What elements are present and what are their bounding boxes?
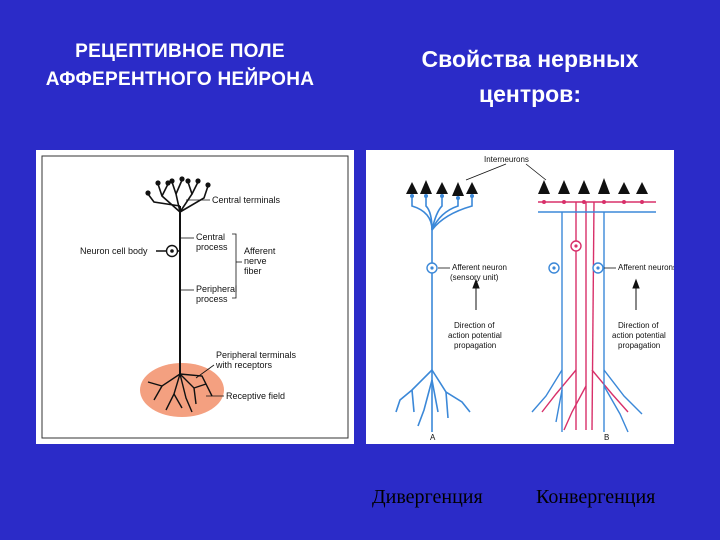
panel-a-label: A [430,433,436,442]
divergence-convergence-diagram: Interneurons [366,150,677,444]
afferent-neurons-label: Afferent neurons [618,263,674,272]
afferent-neuron-a [395,196,473,432]
receptive-field-diagram: Central terminals Neuron cell body Centr… [36,150,354,444]
direction-a-label-2: action potential [448,331,502,340]
divergence-convergence-drawing: Interneurons [395,155,677,442]
direction-b-label-2: action potential [612,331,666,340]
caption-convergence: Конвергенция [536,486,656,508]
interneurons-a [406,180,478,196]
afferent-fiber-label-1: Afferent [244,246,276,256]
peripheral-terminals-label-1: Peripheral terminals [216,350,297,360]
central-process-label-1: Central [196,232,225,242]
neuron-cell-body-label: Neuron cell body [80,246,148,256]
afferent-neurons-b-red [538,201,656,431]
afferent-neurons-b-blue [531,211,656,433]
peripheral-terminals-label-2: with receptors [215,360,273,370]
diagram-frame [41,155,349,439]
slide-title-left: РЕЦЕПТИВНОЕ ПОЛЕ АФФЕРЕНТНОГО НЕЙРОНА [45,41,315,90]
interneurons-b [538,178,648,194]
peripheral-terminal-branches [147,373,213,413]
central-process-label-2: process [196,242,228,252]
central-terminal-branches [147,179,209,213]
slide-title-right: Свойства нервных центров: [421,46,639,107]
central-terminal-knobs [145,176,211,196]
receptive-field-drawing: Central terminals Neuron cell body Centr… [41,155,349,439]
panel-b-label: B [604,433,609,442]
direction-b-label-1: Direction of [618,321,659,330]
direction-a-label-1: Direction of [454,321,495,330]
neuron-b-synapses-red [542,200,644,204]
peripheral-process-label-1: Peripheral [196,284,237,294]
interneurons-label: Interneurons [484,155,529,164]
central-terminals-label: Central terminals [212,195,281,205]
interneuron-pointers [465,163,547,181]
direction-b-label-3: propagation [618,341,660,350]
receptive-field-area [140,363,224,417]
direction-a-label-3: propagation [454,341,496,350]
afferent-neuron-label-2: (sensory unit) [450,273,499,282]
neuron-a-synapses [410,194,474,200]
receptive-field-label: Receptive field [226,391,285,401]
label-pointers [180,199,242,397]
afferent-neuron-label-1: Afferent neuron [452,263,507,272]
caption-divergence: Дивергенция [372,486,483,508]
direction-arrows [472,278,640,310]
afferent-fiber-label-2: nerve [244,256,267,266]
afferent-fiber-label-3: fiber [244,266,262,276]
peripheral-process-label-2: process [196,294,228,304]
